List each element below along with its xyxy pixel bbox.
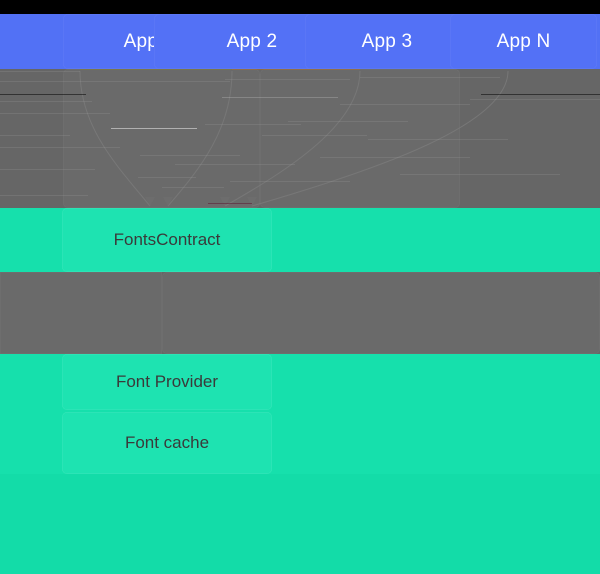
base-plate — [0, 474, 600, 574]
fontscontract-box[interactable]: FontsContract — [62, 208, 272, 272]
app-box-3-label: App 3 — [361, 30, 413, 52]
fontcache-label: Font cache — [124, 433, 210, 452]
fontprovider-label: Font Provider — [115, 372, 219, 391]
app-box-2-label: App 2 — [226, 30, 278, 52]
ghost-panel-c — [0, 272, 162, 354]
fontscontract-label: FontsContract — [113, 230, 221, 249]
fontcache-box[interactable]: Font cache — [62, 412, 272, 474]
ghost-panel-d — [162, 272, 600, 354]
top-black-strip — [0, 0, 600, 14]
app-box-n-label: App N — [496, 30, 551, 52]
ghost-panel-a — [63, 69, 260, 208]
fontprovider-box[interactable]: Font Provider — [62, 354, 272, 410]
ghost-panel-b — [260, 69, 460, 208]
app-box-n[interactable]: App N — [450, 14, 597, 69]
app-box-3[interactable]: App 3 — [305, 14, 469, 69]
